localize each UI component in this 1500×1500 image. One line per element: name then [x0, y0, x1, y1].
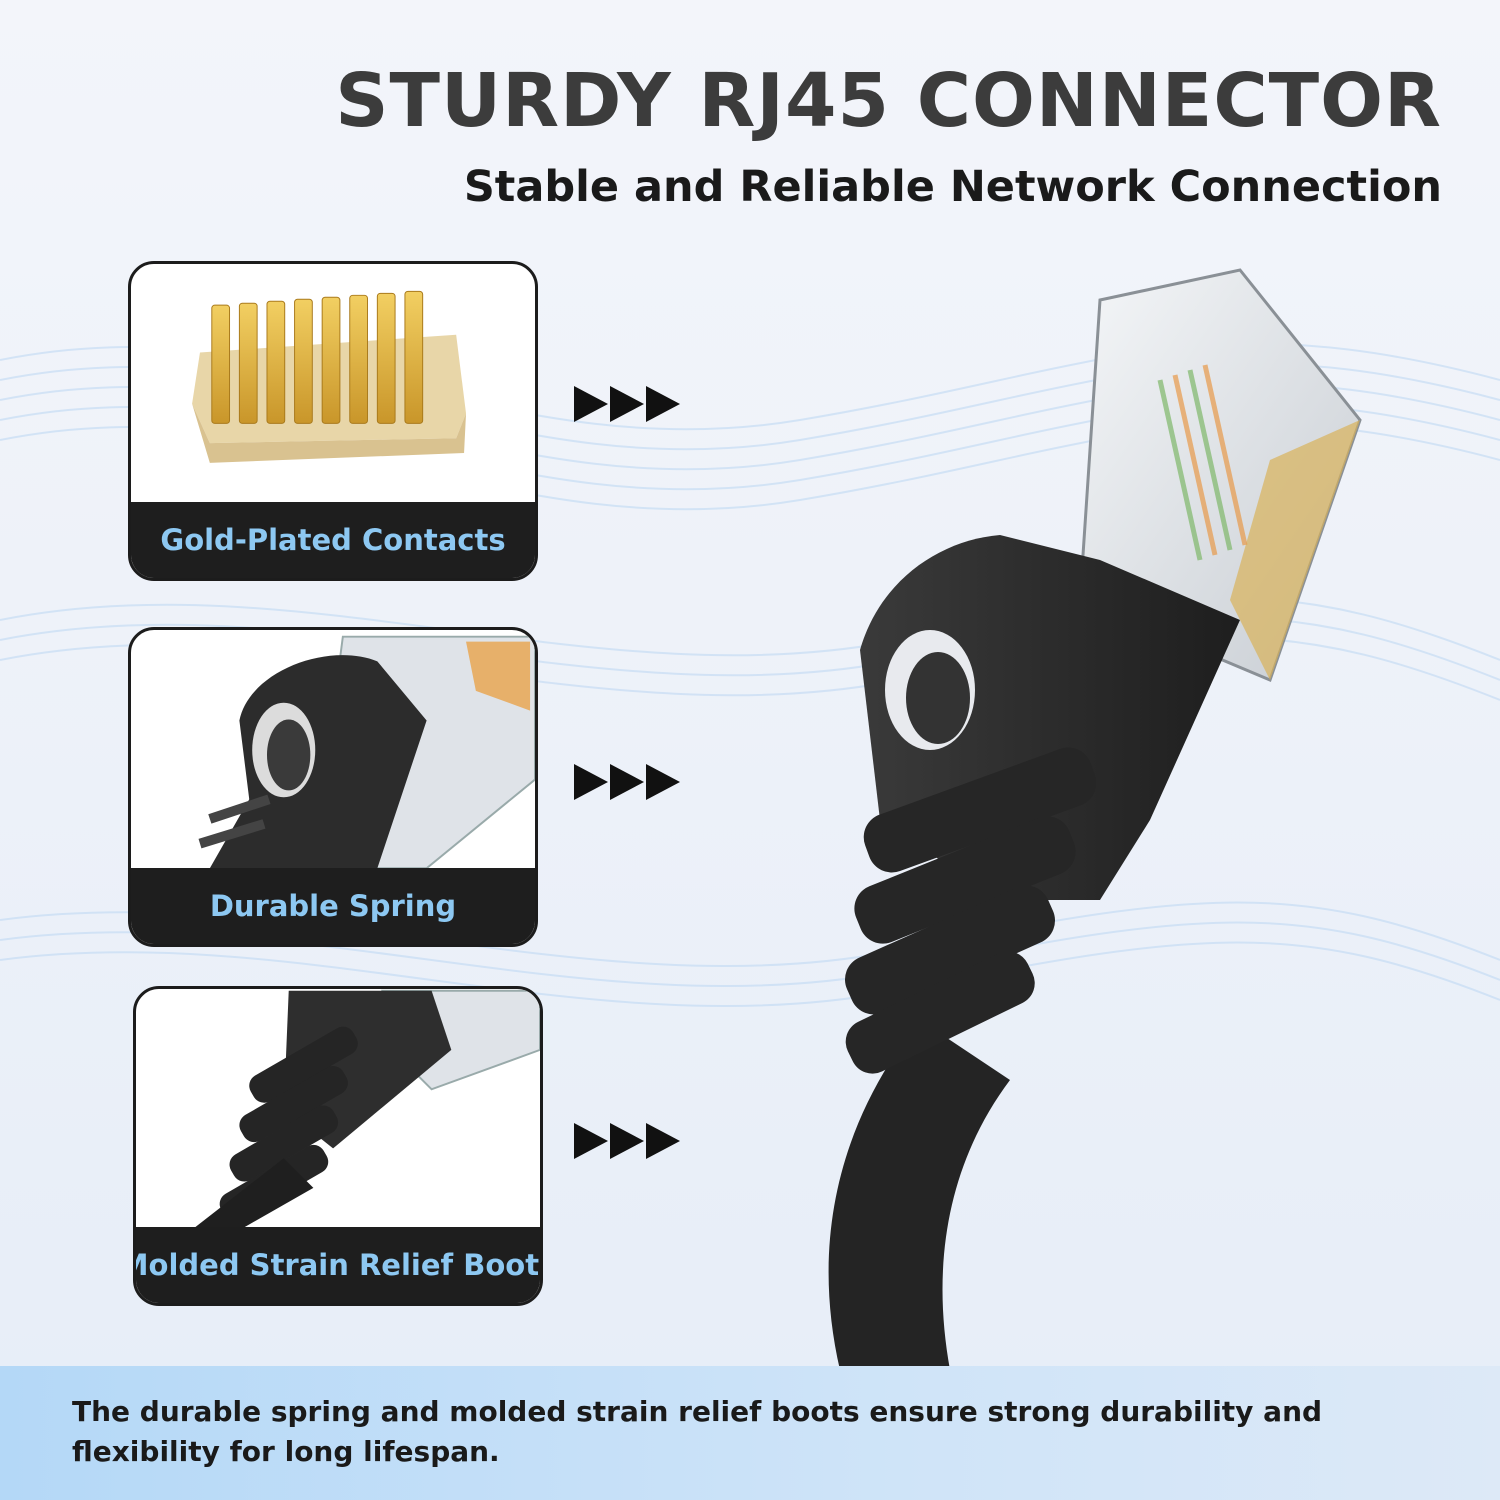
feature-card-gold-contacts: Gold-Plated Contacts	[128, 261, 538, 581]
gold-contacts-image	[192, 290, 467, 463]
connector-spring-image	[198, 635, 535, 870]
arrows-icon	[574, 386, 680, 422]
footer-banner: The durable spring and molded strain rel…	[0, 1366, 1500, 1500]
page-title: STURDY RJ45 CONNECTOR	[335, 58, 1442, 144]
strain-relief-boot-image	[195, 989, 540, 1228]
feature-card-strain-relief: Molded Strain Relief Boots	[133, 986, 543, 1306]
rj45-connector-image	[828, 268, 1362, 1370]
feature-caption: Durable Spring	[131, 868, 535, 944]
footer-description: The durable spring and molded strain rel…	[72, 1395, 1323, 1468]
arrows-icon	[574, 1123, 680, 1159]
arrows-icon	[574, 764, 680, 800]
feature-card-durable-spring: Durable Spring	[128, 627, 538, 947]
feature-caption: Molded Strain Relief Boots	[136, 1227, 540, 1303]
page-subtitle: Stable and Reliable Network Connection	[463, 162, 1442, 212]
feature-caption: Gold-Plated Contacts	[131, 502, 535, 578]
